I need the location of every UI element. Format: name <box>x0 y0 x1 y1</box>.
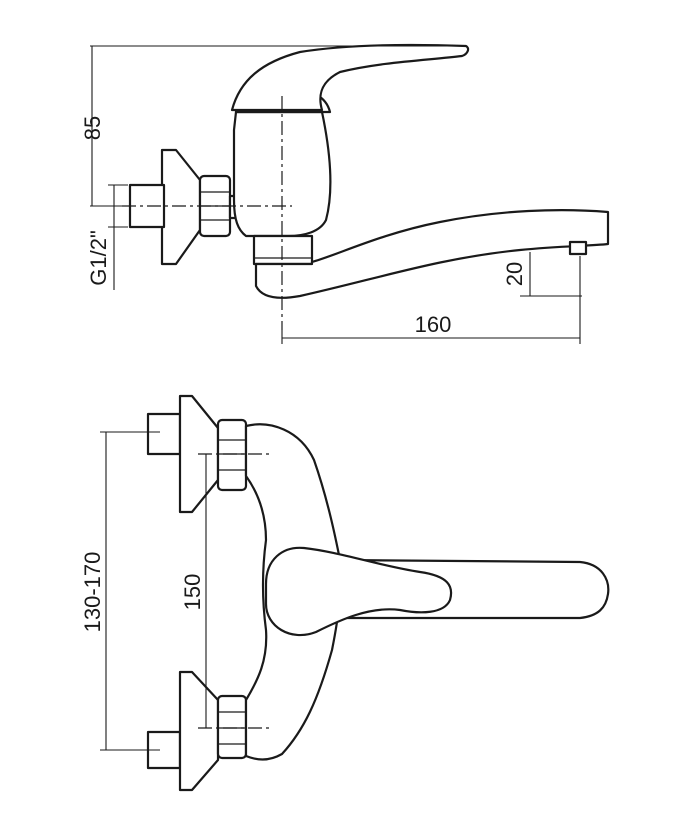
side-view: 85 G1/2" 20 160 <box>80 43 610 344</box>
dim-spout-reach-label: 160 <box>415 312 452 337</box>
top-view: 130-170 150 <box>80 394 610 792</box>
dim-spout-height-label: 20 <box>502 262 527 286</box>
wall-flange <box>160 148 202 266</box>
dim-inlet-range-label: 130-170 <box>80 552 105 633</box>
lever-handle-top <box>264 546 453 637</box>
lever-handle <box>230 43 470 112</box>
upper-hex-nut <box>216 418 248 492</box>
dim-inlet-spacing-label: 150 <box>180 574 205 611</box>
dim-thread-label: G1/2" <box>86 230 111 286</box>
spout-collar <box>252 234 314 266</box>
dim-height-label: 85 <box>80 116 105 140</box>
lower-hex-nut <box>216 694 248 760</box>
aerator <box>568 240 588 256</box>
lower-flange <box>178 670 220 792</box>
spout <box>254 209 610 299</box>
upper-inlet-pipe <box>146 412 182 456</box>
